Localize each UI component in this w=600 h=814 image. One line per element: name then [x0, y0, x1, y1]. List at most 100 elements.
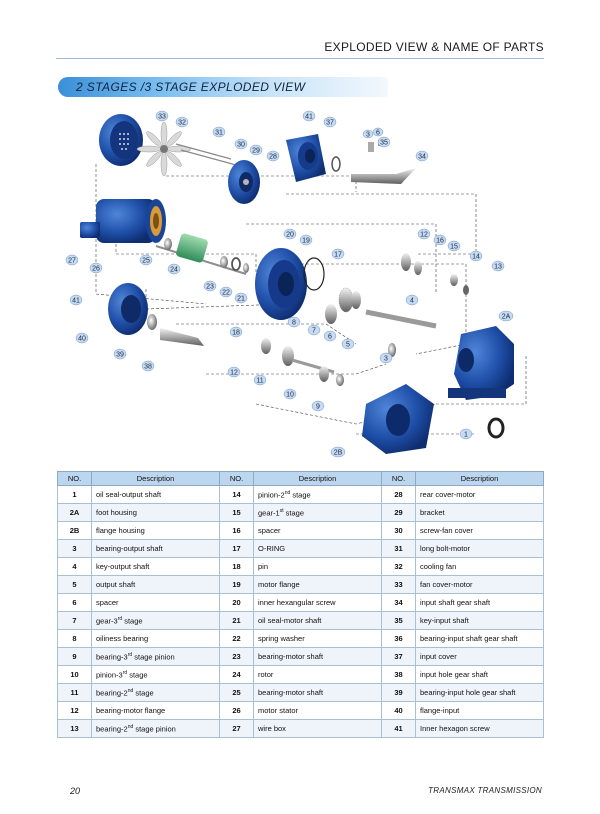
footer-brand: TRANSMAX TRANSMISSION	[428, 786, 542, 795]
part-description-cell: rotor	[253, 665, 382, 684]
part-number-cell: 37	[381, 647, 416, 666]
callout-34: 34	[418, 154, 426, 161]
callout-18: 18	[232, 330, 240, 337]
part-number-cell: 28	[381, 485, 416, 504]
fan-cover-part	[99, 114, 143, 166]
callout-41-left: 41	[72, 298, 80, 305]
part-number-cell: 27	[219, 719, 254, 738]
part-number-cell: 39	[381, 683, 416, 702]
part-description-cell: spacer	[91, 593, 220, 612]
callout-15: 15	[450, 244, 458, 251]
callout-17: 17	[334, 252, 342, 259]
part-number-cell: 26	[219, 701, 254, 720]
part-description-cell: pinion-2nd stage	[253, 485, 382, 504]
cooling-fan-part	[136, 121, 192, 177]
part-number-cell: 4	[57, 557, 92, 576]
callout-41-top: 41	[305, 114, 313, 121]
wire-box-part	[80, 222, 100, 238]
part-description-cell: pin	[253, 557, 382, 576]
callout-20: 20	[286, 232, 294, 239]
part-description-cell: wire box	[253, 719, 382, 738]
part-description-cell: gear-1st stage	[253, 503, 382, 522]
callout-24: 24	[170, 267, 178, 274]
part-number-cell: 2B	[57, 521, 92, 540]
header-description-1: Description	[91, 471, 220, 486]
page-header: EXPLODED VIEW & NAME OF PARTS	[324, 40, 544, 54]
part-number-cell: 40	[381, 701, 416, 720]
part-number-cell: 7	[57, 611, 92, 630]
part-description-cell: bracket	[415, 503, 544, 522]
part-description-cell: cooling fan	[415, 557, 544, 576]
callout-14: 14	[472, 254, 480, 261]
part-description-cell: oil seal-motor shaft	[253, 611, 382, 630]
callout-9: 9	[316, 404, 320, 411]
part-description-cell: input hole gear shaft	[415, 665, 544, 684]
part-description-cell: foot housing	[91, 503, 220, 522]
part-description-cell: key-input shaft	[415, 611, 544, 630]
oil-seal-part	[487, 417, 505, 439]
part-description-cell: bearing-input hole gear shaft	[415, 683, 544, 702]
part-description-cell: bearing-3rd stage pinion	[91, 647, 220, 666]
callout-3: 3	[384, 356, 388, 363]
part-number-cell: 15	[219, 503, 254, 522]
part-description-cell: bearing-motor shaft	[253, 683, 382, 702]
part-description-cell: gear-3rd stage	[91, 611, 220, 630]
part-number-cell: 22	[219, 629, 254, 648]
part-description-cell: bearing-motor flange	[91, 701, 220, 720]
part-number-cell: 13	[57, 719, 92, 738]
callout-10: 10	[286, 392, 294, 399]
part-description-cell: flange housing	[91, 521, 220, 540]
part-number-cell: 10	[57, 665, 92, 684]
part-description-cell: motor flange	[253, 575, 382, 594]
input-flange-part	[108, 283, 204, 346]
part-number-cell: 38	[381, 665, 416, 684]
callout-33: 33	[158, 114, 166, 121]
callout-32: 32	[178, 120, 186, 127]
callout-2A: 2A	[502, 314, 511, 321]
part-description-cell: bearing-2nd stage pinion	[91, 719, 220, 738]
part-description-cell: motor stator	[253, 701, 382, 720]
part-description-cell: input shaft gear shaft	[415, 593, 544, 612]
callout-38: 38	[144, 364, 152, 371]
callout-27: 27	[68, 258, 76, 265]
part-number-cell: 30	[381, 521, 416, 540]
callout-35: 35	[380, 140, 388, 147]
part-number-cell: 33	[381, 575, 416, 594]
callout-11: 11	[256, 378, 263, 385]
gear-train-parts	[261, 253, 469, 386]
part-number-cell: 36	[381, 629, 416, 648]
part-number-cell: 32	[381, 557, 416, 576]
callout-40: 40	[78, 336, 86, 343]
part-number-cell: 19	[219, 575, 254, 594]
part-number-cell: 9	[57, 647, 92, 666]
callout-39: 39	[116, 352, 124, 359]
callout-16: 16	[436, 238, 444, 245]
callout-13: 13	[494, 264, 502, 271]
part-description-cell: fan cover-motor	[415, 575, 544, 594]
part-description-cell: bearing-motor shaft	[253, 647, 382, 666]
part-number-cell: 17	[219, 539, 254, 558]
part-number-cell: 21	[219, 611, 254, 630]
callout-31: 31	[215, 130, 223, 137]
callout-2B: 2B	[334, 450, 343, 457]
part-number-cell: 12	[57, 701, 92, 720]
callout-12-top: 12	[420, 232, 428, 239]
exploded-view-illustration: 33 32 31 30 29 28 41 37 3 6 35 34 27 26 …	[65, 110, 527, 458]
part-number-cell: 18	[219, 557, 254, 576]
callout-23: 23	[206, 284, 214, 291]
part-number-cell: 25	[219, 683, 254, 702]
part-description-cell: screw-fan cover	[415, 521, 544, 540]
callout-25: 25	[142, 258, 150, 265]
part-description-cell: pinion-3rd stage	[91, 665, 220, 684]
part-number-cell: 8	[57, 629, 92, 648]
part-description-cell: O-RING	[253, 539, 382, 558]
callout-4: 4	[410, 298, 414, 305]
